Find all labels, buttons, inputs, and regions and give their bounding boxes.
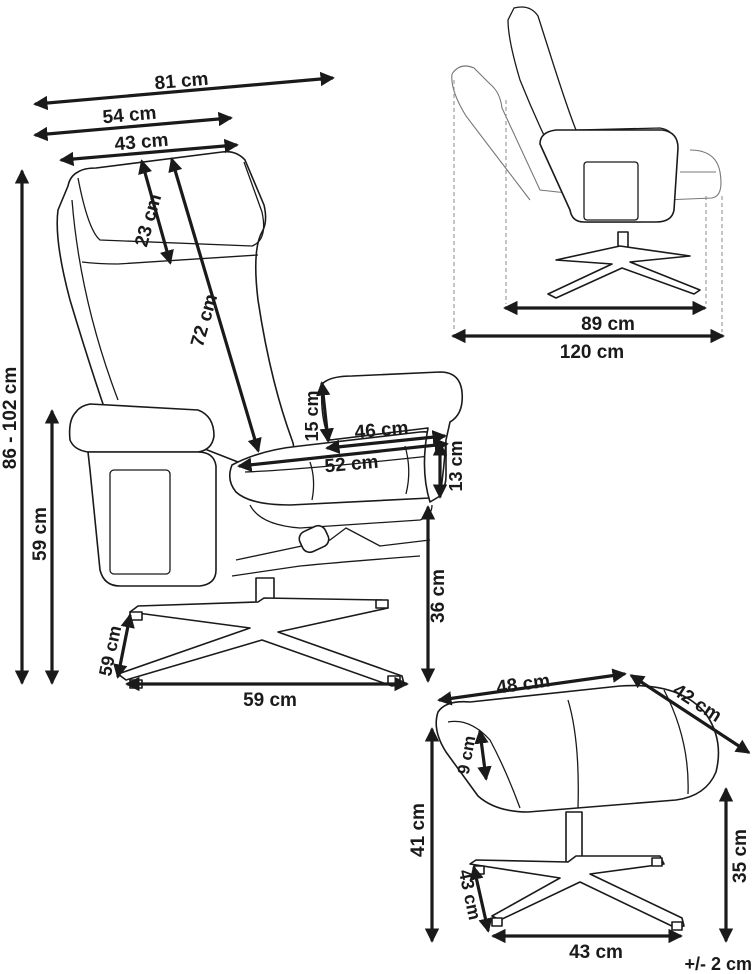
label-base-width: 59 cm (243, 690, 297, 711)
label-stool-base-depth: 43 cm (455, 868, 485, 922)
label-seat-depth: 46 cm (354, 418, 410, 444)
label-stool-leg-height: 35 cm (730, 829, 751, 883)
label-width-seat: 43 cm (114, 130, 170, 156)
label-recline-depth: 89 cm (581, 314, 635, 335)
label-arm-thickness: 15 cm (302, 390, 322, 441)
dimension-lines (14, 71, 751, 944)
label-seat-width: 52 cm (324, 452, 380, 478)
label-height-total: 86 - 102 cm (0, 367, 21, 469)
footstool-pillar (565, 811, 583, 863)
label-width-mid: 54 cm (102, 103, 158, 129)
label-seat-height: 36 cm (428, 569, 449, 623)
footstool-base (469, 855, 685, 929)
side-view-base (547, 245, 701, 299)
chair-side-pocket (109, 469, 171, 575)
label-stool-height: 41 cm (408, 803, 429, 857)
label-stool-base-width: 43 cm (569, 942, 623, 963)
side-view-illustration (451, 6, 723, 332)
label-tolerance: +/- 2 cm (684, 954, 752, 974)
label-width-overall: 81 cm (154, 69, 210, 95)
label-seat-cushion: 13 cm (446, 440, 466, 491)
chair-left-arm (68, 403, 215, 453)
chair-base (117, 597, 405, 687)
label-recline-total: 120 cm (560, 342, 624, 363)
label-armrest-height: 59 cm (30, 507, 51, 561)
